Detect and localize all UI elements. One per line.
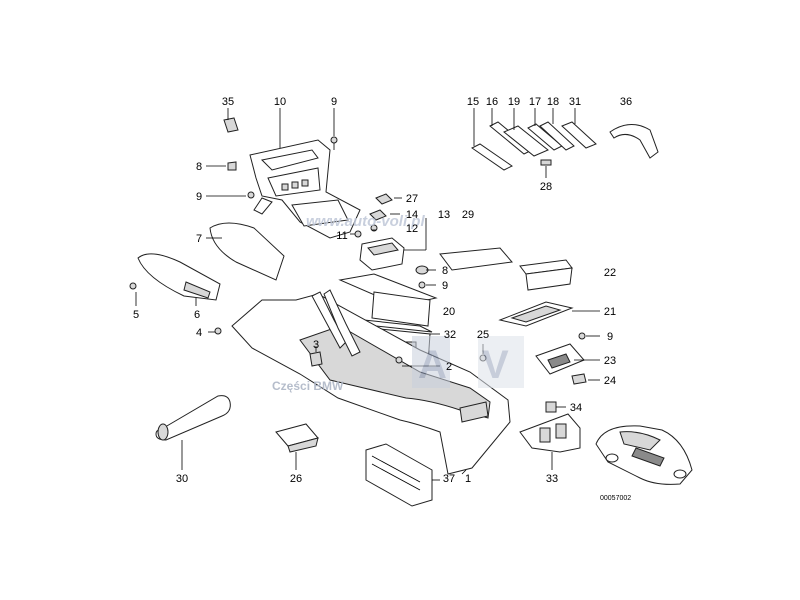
label-16: 16: [486, 96, 498, 108]
watermark-caption: Części BMW: [272, 379, 344, 393]
drawing-number: 00057002: [600, 495, 631, 502]
part-20-tray: [338, 273, 438, 327]
label-20: 20: [443, 306, 455, 318]
label-26: 26: [290, 473, 302, 485]
part-14-clip: [369, 209, 387, 221]
part-30-roll: [155, 395, 231, 441]
label-23: 23: [604, 355, 616, 367]
label-27: 27: [406, 193, 418, 205]
part-36-handle: [609, 124, 659, 159]
part-7-side-panel: [209, 222, 285, 281]
screw-9-top: [330, 136, 338, 150]
part-5-screw: [129, 282, 137, 290]
part-9-screw-mid: [418, 281, 426, 289]
svg-text:V: V: [482, 343, 509, 387]
part-9-screw-right: [578, 332, 586, 340]
label-37: 37: [443, 473, 455, 485]
label-31: 31: [569, 96, 581, 108]
label-24: 24: [604, 375, 616, 387]
strips-group: [471, 121, 597, 171]
part-2-screw: [395, 356, 403, 364]
label-14: 14: [406, 209, 418, 221]
label-9: 9: [607, 331, 613, 343]
label-32: 32: [444, 329, 456, 341]
car-silhouette: [595, 425, 693, 485]
svg-text:A: A: [418, 343, 447, 387]
part-29-mat: [439, 247, 513, 271]
part-24-clip: [571, 373, 587, 385]
label-9: 9: [331, 96, 337, 108]
part-1-center-console: [231, 289, 511, 475]
label-18: 18: [547, 96, 559, 108]
label-2: 2: [446, 361, 452, 373]
label-9: 9: [442, 280, 448, 292]
part-22-box: [519, 259, 573, 291]
part-37-module: [365, 443, 433, 507]
part-4-screw: [214, 327, 222, 335]
part-26-cover: [275, 423, 319, 453]
label-33: 33: [546, 473, 558, 485]
label-25: 25: [477, 329, 489, 341]
label-6: 6: [194, 309, 200, 321]
part-27-clip: [375, 193, 393, 205]
label-22: 22: [604, 267, 616, 279]
label-8: 8: [442, 265, 448, 277]
part-23-box: [535, 343, 585, 375]
label-29: 29: [462, 209, 474, 221]
label-13: 13: [438, 209, 450, 221]
callout-labels: 35 10 9 15 16 19 17 18 31 36 8 9 27 14 1…: [133, 96, 632, 485]
part-6-side-cover: [137, 253, 221, 301]
label-15: 15: [467, 96, 479, 108]
label-17: 17: [529, 96, 541, 108]
label-5: 5: [133, 309, 139, 321]
label-36: 36: [620, 96, 632, 108]
part-33-bracket: [519, 413, 581, 453]
label-3: 3: [313, 339, 319, 351]
screw-9-left: [247, 191, 255, 199]
part-34-plug: [545, 401, 557, 413]
label-1: 1: [465, 473, 471, 485]
label-34: 34: [570, 402, 582, 414]
label-21: 21: [604, 306, 616, 318]
part-12-screw: [370, 224, 378, 232]
label-12: 12: [406, 223, 418, 235]
label-4: 4: [196, 327, 202, 339]
part-11-screw: [354, 230, 362, 238]
label-8: 8: [196, 161, 202, 173]
watermark-site: www.auto-voli.pl: [306, 213, 425, 230]
clip-8-top: [227, 161, 237, 171]
label-7: 7: [196, 233, 202, 245]
part-21-tray: [498, 301, 574, 327]
part-13-ashtray: [359, 218, 427, 271]
part-3-clip: [309, 351, 323, 367]
label-30: 30: [176, 473, 188, 485]
label-9: 9: [196, 191, 202, 203]
label-19: 19: [508, 96, 520, 108]
label-11: 11: [336, 230, 347, 242]
watermark-logo: A V: [412, 336, 524, 388]
part-10-bezel: [249, 139, 361, 239]
label-10: 10: [274, 96, 286, 108]
part-35-clip: [223, 117, 239, 133]
label-35: 35: [222, 96, 234, 108]
label-28: 28: [540, 181, 552, 193]
